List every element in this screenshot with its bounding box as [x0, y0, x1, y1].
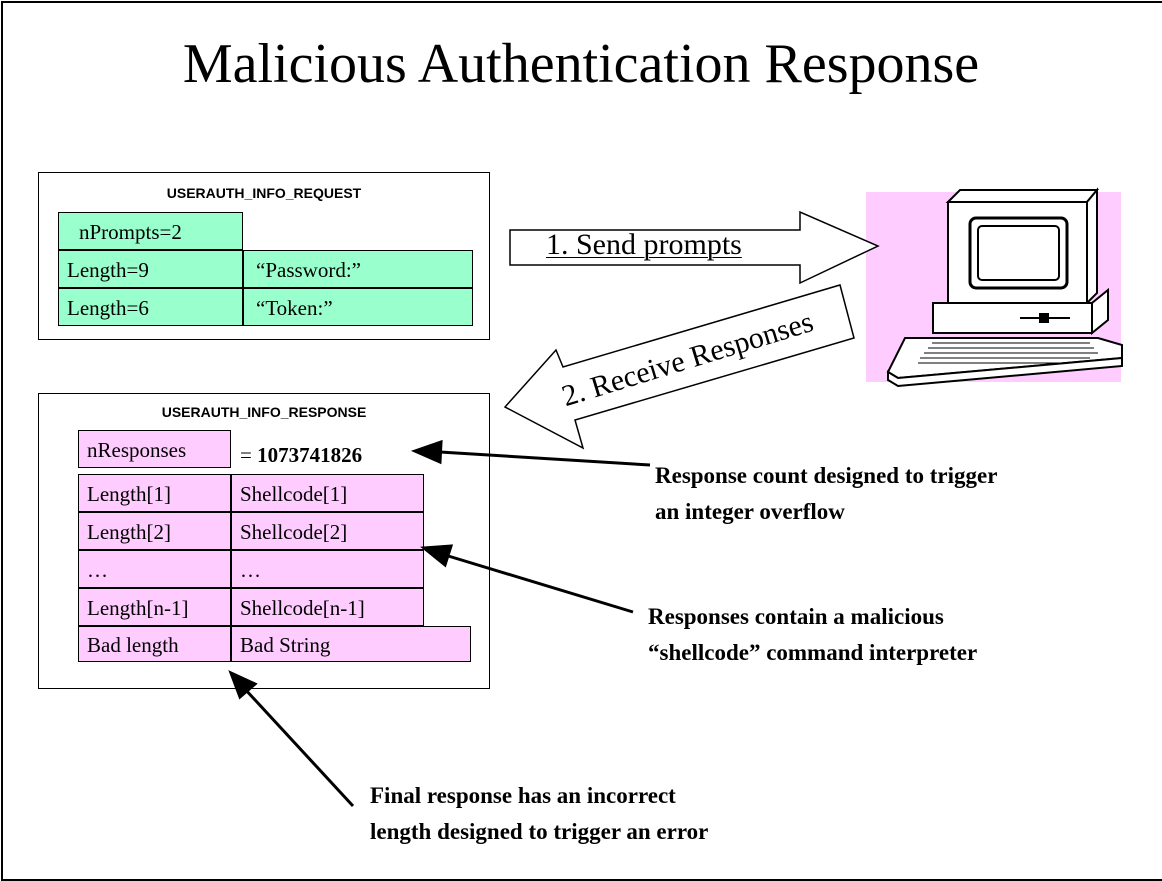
response-length-cell-3: …: [78, 550, 231, 588]
response-box-label: USERAUTH_INFO_RESPONSE: [161, 404, 367, 420]
nresponses-cell: nResponses: [78, 430, 231, 468]
send-arrow: [509, 210, 880, 285]
note-final-line2: length designed to trigger an error: [370, 819, 709, 844]
count-pointer-head: [410, 439, 443, 465]
response-data-cell-2: Shellcode[2]: [231, 512, 424, 550]
response-data-cell-1: Shellcode[1]: [231, 474, 424, 512]
final-pointer-head: [228, 670, 258, 700]
response-length-cell-5: Bad length: [78, 626, 231, 662]
request-length-cell-1: Length=9: [58, 250, 243, 288]
count-pointer-line: [439, 450, 651, 467]
response-data-cell-3: …: [231, 550, 424, 588]
nresponses-value: = 1073741826: [240, 440, 362, 470]
computer-icon: [886, 187, 1123, 388]
request-prompt-cell-2: “Token:”: [243, 288, 473, 326]
send-arrow-label: 1. Send prompts: [546, 228, 742, 261]
shellcode-pointer-line: [444, 553, 634, 614]
response-data-cell-4: Shellcode[n-1]: [231, 588, 424, 626]
note-shellcode-line2: “shellcode” command interpreter: [648, 640, 978, 665]
note-count-line2: an integer overflow: [655, 499, 845, 524]
note-count-line1: Response count designed to trigger: [655, 463, 998, 488]
nprompts-cell: nPrompts=2: [58, 212, 243, 250]
note-final-line1: Final response has an incorrect: [370, 783, 676, 808]
request-length-cell-2: Length=6: [58, 288, 243, 326]
request-prompt-cell-1: “Password:”: [243, 250, 473, 288]
nresponses-value-number: 1073741826: [257, 443, 363, 467]
response-length-cell-1: Length[1]: [78, 474, 231, 512]
shellcode-pointer-head: [420, 544, 454, 568]
response-length-cell-2: Length[2]: [78, 512, 231, 550]
note-shellcode-line1: Responses contain a malicious: [648, 604, 944, 629]
final-pointer-line: [242, 686, 355, 808]
response-length-cell-4: Length[n-1]: [78, 588, 231, 626]
slide-title: Malicious Authentication Response: [182, 33, 980, 95]
nresponses-value-prefix: =: [240, 443, 258, 467]
request-box-label: USERAUTH_INFO_REQUEST: [166, 185, 362, 201]
response-data-cell-5: Bad String: [231, 626, 471, 662]
receive-arrow: [503, 284, 855, 450]
